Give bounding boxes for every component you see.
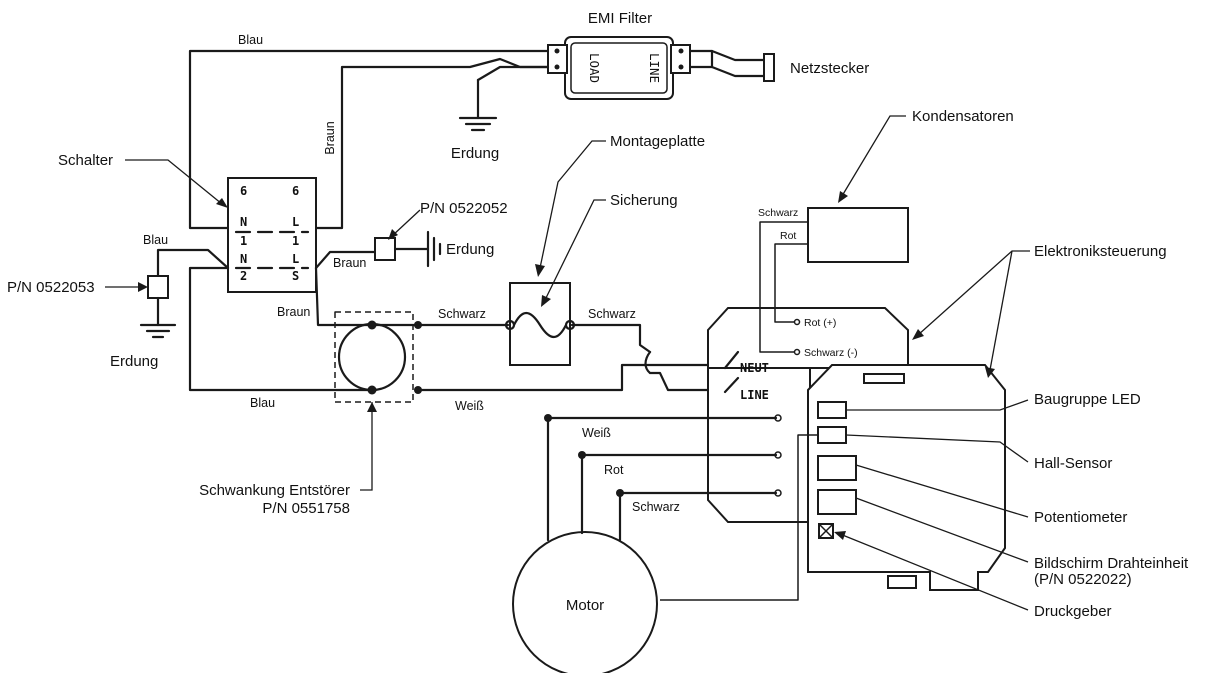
schwarz-wire-right: [570, 323, 652, 354]
switch-pin-b1: N: [240, 252, 247, 266]
baugruppe-led-label: Baugruppe LED: [1034, 391, 1141, 408]
switch-pin-m2: L: [292, 215, 299, 229]
schwankung-label-2: P/N 0551758: [262, 500, 350, 517]
sicherung-label: Sicherung: [610, 192, 678, 209]
blau-bottom-label: Blau: [250, 396, 275, 410]
elektroniksteuerung-label: Elektroniksteuerung: [1034, 243, 1167, 260]
kondensatoren-label: Kondensatoren: [912, 108, 1014, 125]
schwarz-cap-label: Schwarz: [758, 207, 798, 219]
schwarz-minus-label: Schwarz (-): [804, 347, 858, 359]
motor: Motor: [512, 531, 658, 673]
erdung-filter-label: Erdung: [451, 145, 499, 162]
rot-plus-label: Rot (+): [804, 317, 836, 329]
potentiometer-label: Potentiometer: [1034, 509, 1127, 526]
netzstecker-plug: Netzstecker: [688, 49, 869, 82]
entstoerer-leader: [360, 402, 373, 491]
hall-sensor-box: [817, 426, 847, 444]
line-term-label: LINE: [740, 388, 769, 402]
switch-pin-m4: 1: [292, 234, 299, 248]
kondensatoren-leader: [841, 115, 906, 197]
druckgeber-box: [818, 523, 834, 539]
switch-pin-tr: 6: [292, 184, 299, 198]
erdung-left-label: Erdung: [110, 353, 158, 370]
schwarz-wire-line: [644, 350, 726, 392]
blau-left-label: Blau: [143, 233, 168, 247]
blau-top-label: Blau: [238, 33, 263, 47]
elektronik-leader-2: [989, 250, 1013, 371]
elektronik-leader-1: [917, 250, 1030, 336]
switch-pin-b2: L: [292, 252, 299, 266]
bildschirm-label-1: Bildschirm Drahteinheit: [1034, 555, 1189, 572]
rot-motor-label: Rot: [604, 463, 624, 477]
bildschirm-label-2: (P/N 0522022): [1034, 571, 1132, 588]
filter-ground: Erdung: [451, 65, 550, 162]
schwarz-right-label: Schwarz: [588, 307, 636, 321]
switch-pin-b3: 2: [240, 269, 247, 283]
braun-mid-label: Braun: [333, 256, 366, 270]
braun-low-label: Braun: [277, 305, 310, 319]
switch-pin-tl: 6: [240, 184, 247, 198]
pn-0522052-leader: [391, 209, 421, 237]
schalter-switch: 6 6 N L 1 1 N L 2 S: [227, 177, 317, 293]
cap-wire-schwarz: [759, 221, 808, 353]
control-board-front: [807, 364, 1006, 591]
kondensatoren-box: [807, 207, 909, 263]
netzstecker-label: Netzstecker: [790, 60, 869, 77]
hall-motor-wire: [660, 434, 818, 601]
baugruppe-led-box: [817, 401, 847, 419]
schalter-label: Schalter: [58, 152, 113, 169]
bildschirm-box: [817, 489, 857, 515]
cap-wire-rot: [774, 243, 808, 323]
weiss-motor-label: Weiß: [582, 426, 611, 440]
pn-0522052-component: [374, 230, 442, 268]
schalter-leader: [125, 159, 223, 205]
neut-label: NEUT: [740, 361, 769, 375]
sicherung-leader: [544, 199, 606, 301]
switch-pin-m3: 1: [240, 234, 247, 248]
hall-sensor-label: Hall-Sensor: [1034, 455, 1112, 472]
pn-0522053-component: [139, 275, 177, 339]
rot-cap-label: Rot: [780, 230, 796, 242]
braun-low-wire: [314, 266, 374, 327]
filter-line-label: LINE: [647, 53, 662, 83]
pn-0522053-label: P/N 0522053: [7, 279, 95, 296]
schwankung-label-1: Schwankung Entstörer: [199, 482, 350, 499]
montageplatte-leader: [539, 140, 606, 269]
erdung-right-label: Erdung: [446, 241, 494, 258]
emi-filter: EMI Filter LOAD LINE: [547, 10, 691, 100]
switch-pin-b4: S: [292, 269, 299, 283]
blau-top-wire: [188, 49, 550, 230]
control-board-back: [707, 307, 909, 523]
filter-load-label: LOAD: [587, 53, 602, 83]
braun-mid-wire: [314, 250, 377, 270]
weiss-wire: [416, 363, 726, 392]
switch-pin-m1: N: [240, 215, 247, 229]
montageplatte-label: Montageplatte: [610, 133, 705, 150]
braun-vertical-label: Braun: [323, 121, 337, 154]
schwarz-left-label: Schwarz: [438, 307, 486, 321]
braun-vertical-wire: [314, 57, 550, 230]
blau-left-wire: [156, 248, 230, 278]
emi-filter-label: EMI Filter: [588, 10, 652, 27]
montageplatte-fuse: [504, 282, 576, 366]
motor-label: Motor: [566, 597, 604, 614]
druckgeber-label: Druckgeber: [1034, 603, 1112, 620]
potentiometer-box: [817, 455, 857, 481]
weiss-bottom-label: Weiß: [455, 399, 484, 413]
blau-bottom-wire: [188, 266, 374, 392]
schwarz-motor-label: Schwarz: [632, 500, 680, 514]
pn-0522052-label: P/N 0522052: [420, 200, 508, 217]
